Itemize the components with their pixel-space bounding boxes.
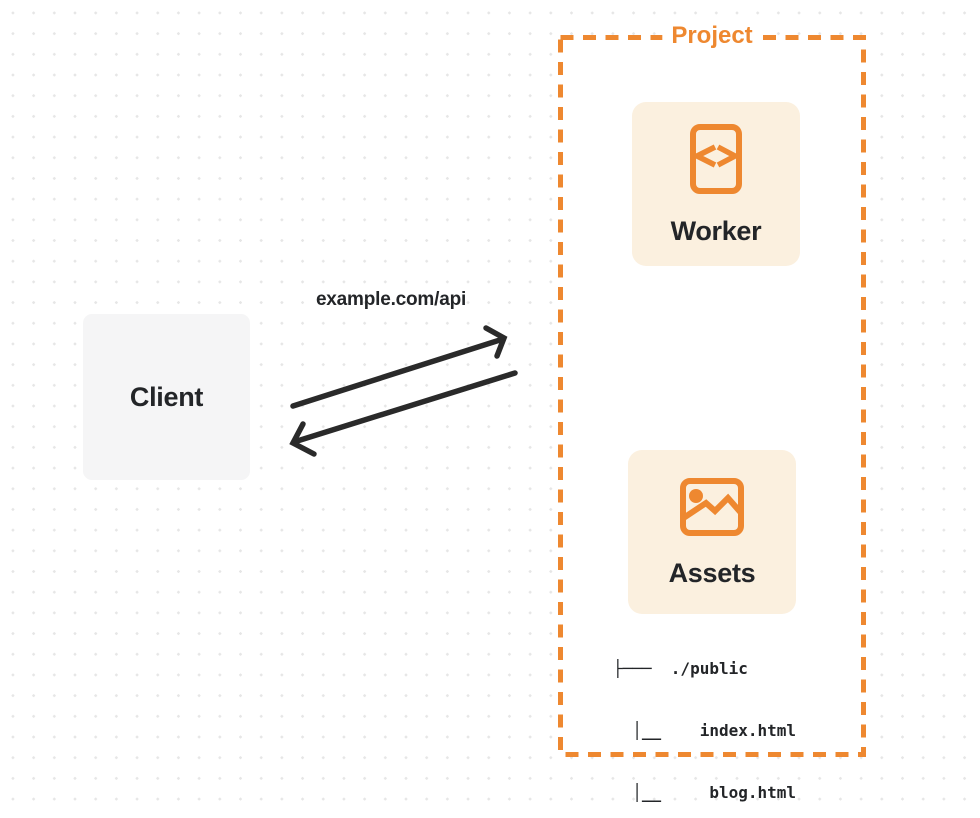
request-arrowhead-icon bbox=[483, 325, 508, 359]
response-arrow-line bbox=[291, 370, 518, 445]
request-url-label: example.com/api bbox=[315, 289, 467, 310]
request-arrow-line bbox=[290, 336, 506, 409]
image-icon-sun-dot bbox=[689, 488, 703, 503]
client-node: Client bbox=[83, 314, 250, 480]
file-tree-line-blog: │__ blog.html bbox=[613, 782, 797, 802]
file-tree: ├─── ./public │__ index.html │__ blog.ht… bbox=[613, 618, 796, 818]
client-label: Client bbox=[129, 381, 204, 412]
project-title: Project bbox=[662, 22, 762, 50]
assets-label: Assets bbox=[668, 557, 756, 588]
file-tree-line-index: │__ index.html bbox=[613, 720, 797, 740]
image-icon bbox=[680, 477, 744, 536]
worker-label: Worker bbox=[670, 215, 762, 246]
worker-node: Worker bbox=[632, 102, 800, 266]
assets-node: Assets bbox=[628, 450, 796, 614]
code-file-icon bbox=[690, 123, 742, 194]
file-tree-line-public: ├─── ./public bbox=[613, 659, 748, 679]
response-arrowhead-icon bbox=[289, 421, 317, 457]
